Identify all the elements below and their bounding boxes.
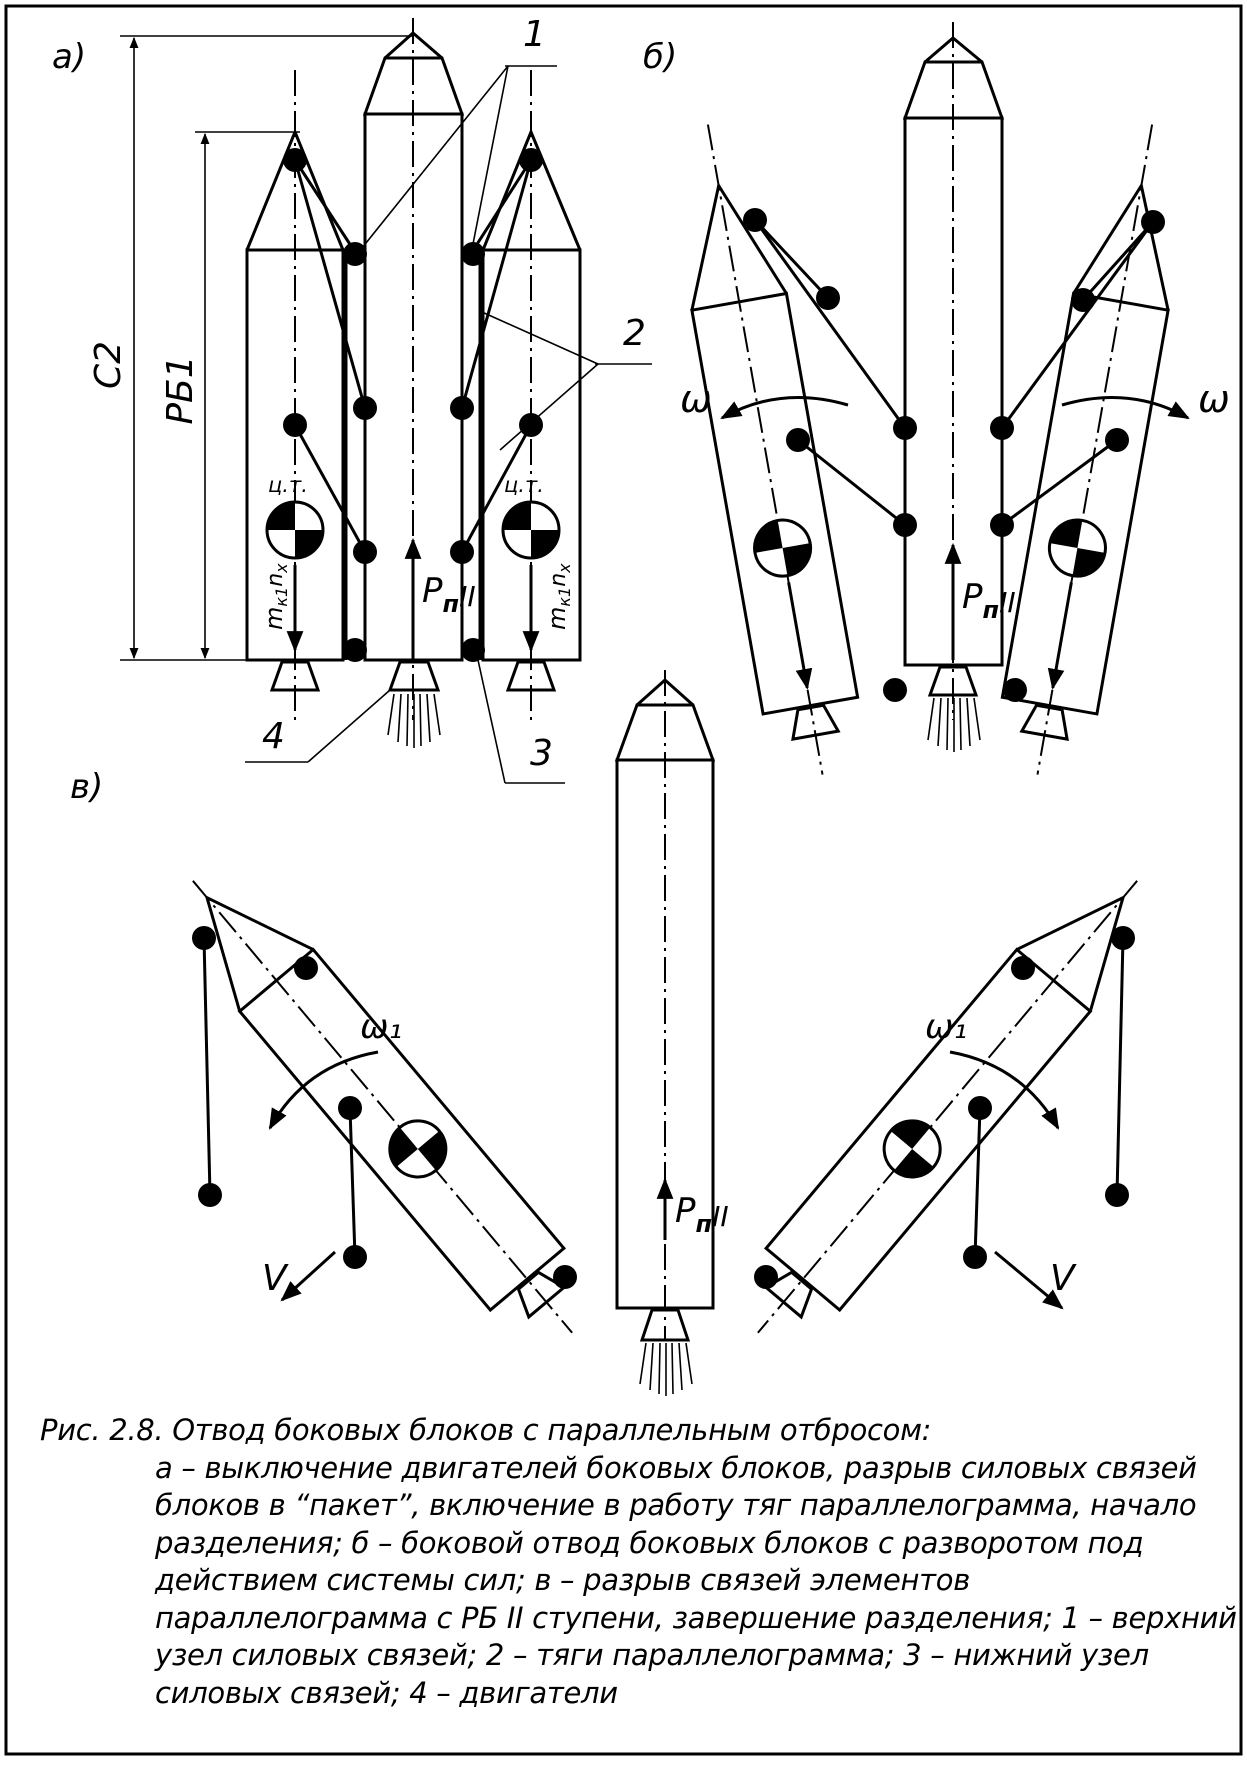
b-central-plume (927, 697, 981, 752)
b-left-mass-arrow (787, 582, 813, 690)
right-cg-label: ц.т. (504, 473, 544, 497)
c-right-booster (757, 880, 1138, 1334)
right-mass-force-label: mк1nx (543, 563, 574, 630)
thrust-label-c: PпII (675, 1191, 729, 1238)
panel-b: б) PпII (643, 22, 1230, 775)
c-left-booster (192, 880, 573, 1334)
b-left-booster-body (690, 291, 860, 716)
panel-a: а) С2 РБ1 (52, 14, 652, 784)
link-nodes-b (743, 208, 1165, 702)
link-nodes-a (283, 148, 543, 662)
callout-2-leader-up (481, 311, 599, 365)
callout-4: 4 (262, 716, 285, 757)
c-right-booster-body (763, 947, 1093, 1313)
right-booster-body (481, 248, 582, 662)
b-right-booster (1000, 124, 1170, 775)
c-right-cg-symbol (871, 1107, 954, 1190)
left-booster-cg-symbol (265, 500, 325, 560)
link-nodes-c (192, 926, 1135, 1289)
b-right-booster-nozzle (1019, 703, 1069, 741)
thrust-label-a: PпII (422, 571, 476, 618)
b-left-cg-symbol (748, 514, 817, 582)
b-right-mass-arrow (1047, 582, 1073, 690)
right-booster-nozzle (505, 660, 557, 692)
c-velocity-left-label: V (262, 1258, 289, 1299)
c-left-booster-body (237, 947, 567, 1313)
central-engine-plume (387, 693, 441, 748)
panel-b-label: б) (643, 37, 677, 77)
b-central-nozzle (927, 665, 979, 697)
svg-text:mк1nx: mк1nx (543, 563, 574, 630)
c-velocity-right-label: V (1050, 1258, 1077, 1299)
b-right-rotation-arrow (1061, 396, 1190, 420)
thrust-label-b: PпII (962, 577, 1016, 624)
panel-a-label: а) (52, 37, 86, 77)
panel-c: в) PпII (70, 670, 1138, 1396)
c-right-velocity-arrow (994, 1250, 1064, 1310)
left-booster-nozzle (269, 660, 321, 692)
left-cg-label: ц.т. (268, 473, 308, 497)
caption-title: Рис. 2.8. Отвод боковых блоков с паралле… (40, 1413, 932, 1447)
callout-3-leader (477, 659, 506, 784)
panel-c-label: в) (70, 767, 103, 807)
callout-2-leader-down (499, 363, 599, 451)
c-omega1-right: ω₁ (925, 1007, 967, 1047)
b-right-cg-symbol (1043, 514, 1112, 582)
parallelogram-rods-b (753, 218, 1155, 527)
c-right-booster-axis (757, 880, 1138, 1334)
c-right-rotation-arrow (949, 1050, 1060, 1130)
callout-1-leader-right (472, 65, 509, 245)
b-omega-right: ω (1198, 377, 1230, 421)
b-left-booster (690, 124, 860, 775)
parallelogram-rods-a (293, 159, 533, 553)
c-central-nozzle (639, 1308, 691, 1342)
b-left-booster-nose (690, 181, 788, 311)
svg-text:mк1nx: mк1nx (260, 563, 291, 630)
right-booster-cg-symbol (501, 500, 561, 560)
b-omega-left: ω (680, 377, 712, 421)
c-central-plume (639, 1342, 693, 1396)
rb1-label: РБ1 (160, 355, 201, 424)
c2-label: С2 (88, 341, 129, 389)
figure-caption: Рис. 2.8. Отвод боковых блоков с паралле… (40, 1412, 1240, 1712)
c-left-velocity-arrow (280, 1250, 337, 1302)
c-left-booster-nose (204, 894, 314, 1012)
central-engine-nozzle (387, 660, 441, 692)
left-booster-body (245, 248, 345, 662)
c-left-cg-symbol (376, 1107, 459, 1190)
callout-1-leader-left (361, 65, 509, 249)
parallelogram-rods-c (202, 937, 1125, 1258)
caption-body: а – выключение двигателей боковых блоков… (155, 1450, 1237, 1710)
left-mass-force-label: mк1nx (260, 563, 291, 630)
c-omega1-left: ω₁ (360, 1007, 402, 1047)
callout-1: 1 (523, 14, 546, 55)
callout-4-leader (307, 689, 391, 763)
page-frame (4, 4, 1243, 1756)
callout-3: 3 (530, 733, 553, 774)
b-right-booster-body (1000, 291, 1170, 716)
b-left-booster-nozzle (791, 703, 841, 741)
b-left-rotation-arrow (720, 396, 849, 420)
c-left-booster-axis (192, 880, 573, 1334)
c-left-rotation-arrow (268, 1050, 379, 1130)
callout-2: 2 (623, 313, 646, 354)
